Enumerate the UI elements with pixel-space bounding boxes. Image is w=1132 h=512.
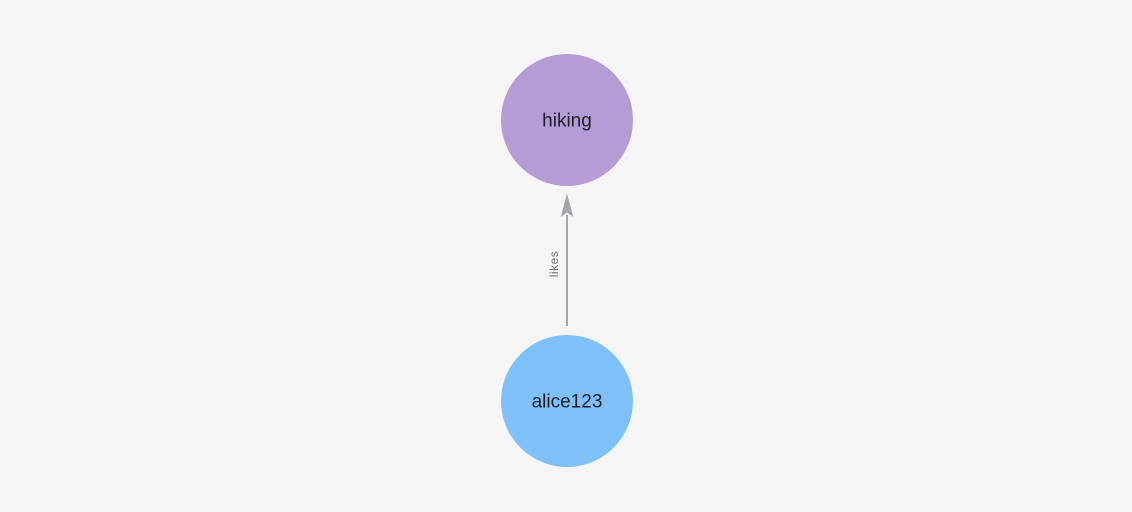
edge-alice123-likes-hiking[interactable]: likes [547, 193, 574, 327]
node-label: alice123 [532, 392, 603, 413]
node-label: hiking [542, 111, 592, 132]
arrowhead-up-icon [560, 193, 574, 217]
node-alice123[interactable]: alice123 [501, 335, 633, 467]
node-hiking[interactable]: hiking [501, 54, 633, 186]
node-circle [501, 54, 633, 186]
edge-label: likes [547, 251, 561, 278]
node-circle [501, 335, 633, 467]
